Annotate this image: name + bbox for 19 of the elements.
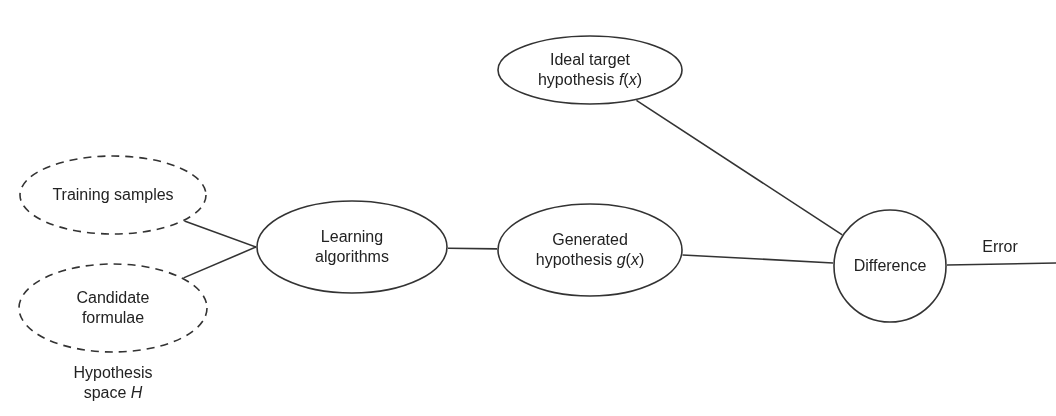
ellipse [497,35,683,105]
connector-line [183,220,257,248]
node-label: Learning algorithms [314,227,390,267]
node-label: Ideal target hypothesis f(x) [536,50,643,90]
node-label: Difference [852,256,928,276]
circle [833,209,947,323]
dashed-ellipse [19,155,207,235]
ellipse [497,203,683,297]
connector-line [681,254,834,264]
dashed-ellipse [18,263,208,353]
node-label: Training samples [51,185,175,205]
group-caption: Hypothesis space H [72,363,154,403]
connector-line [182,246,257,279]
connector-line [635,99,844,236]
connector-line [946,262,1056,266]
connector-line [447,247,498,250]
node-label: Candidate formulae [75,288,151,328]
node-label: Generated hypothesis g(x) [534,230,646,270]
ellipse [256,200,448,294]
